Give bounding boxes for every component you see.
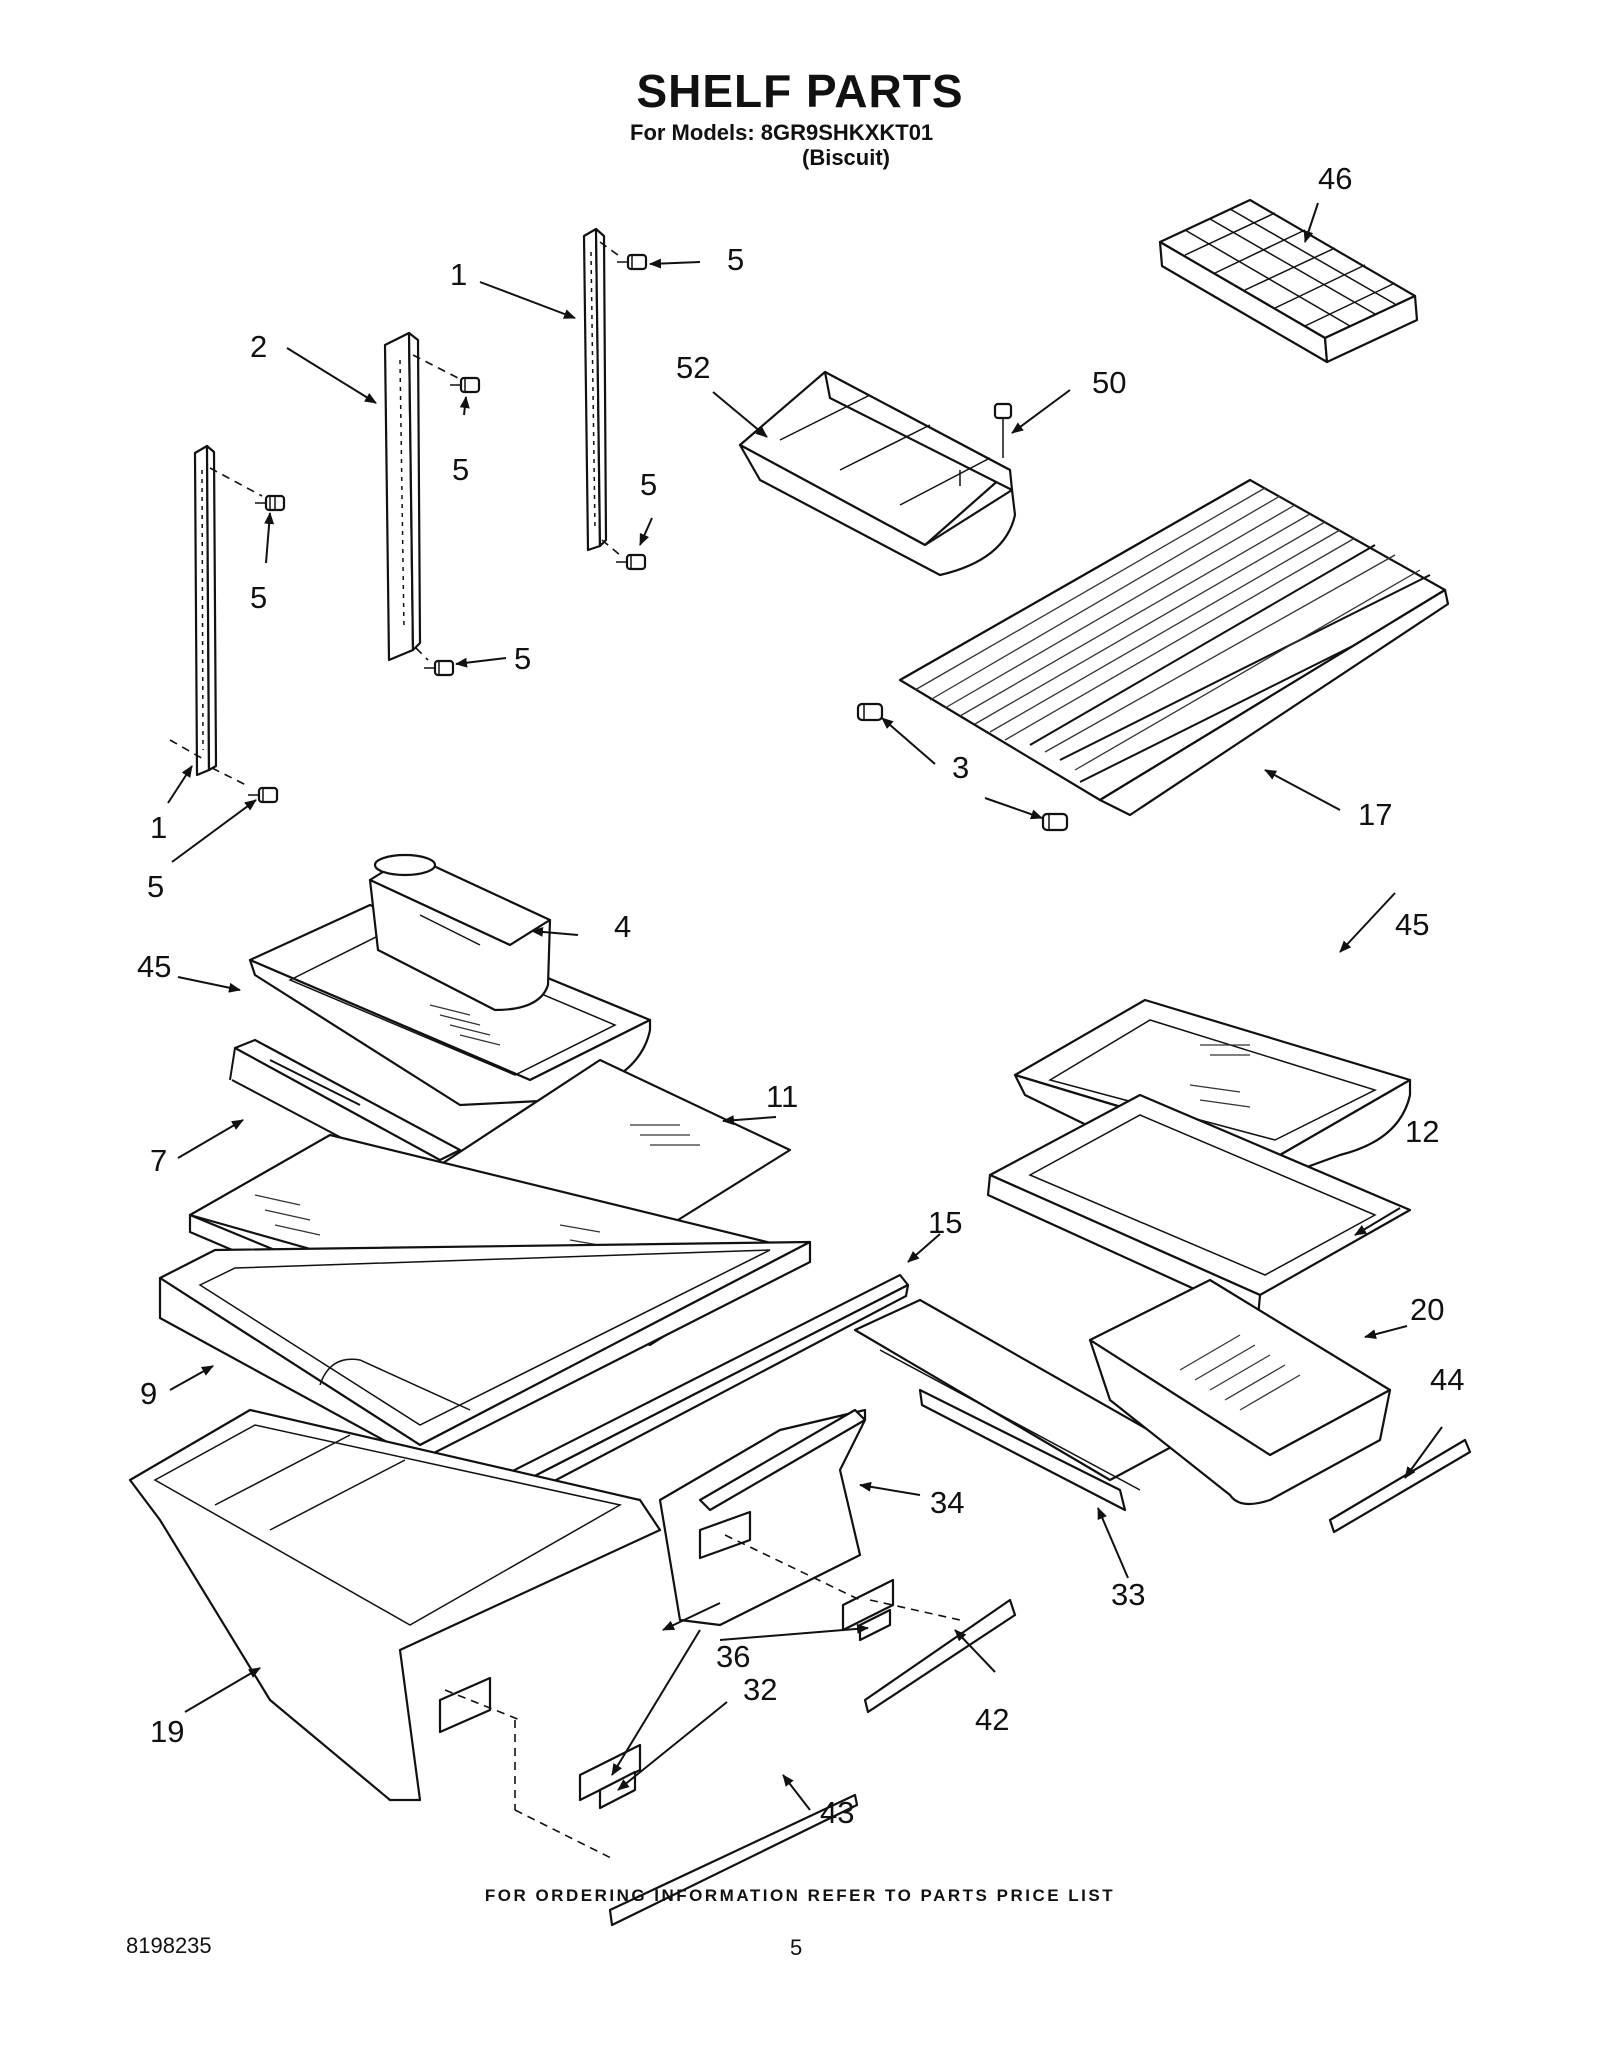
shelf-frame-12 <box>986 1093 1412 1320</box>
crisper-cover-frame <box>158 1240 812 1462</box>
shelf-support-33 <box>853 1298 1177 1512</box>
callout-52: 52 <box>676 350 710 385</box>
color-line: (Biscuit) <box>802 145 890 170</box>
shelf-rail-right <box>582 227 623 556</box>
ice-cube-tray <box>1158 198 1419 364</box>
callout-17: 17 <box>1358 797 1392 832</box>
shelf-rail-middle <box>383 331 459 662</box>
callout-1b: 1 <box>150 810 167 845</box>
callout-34: 34 <box>930 1485 964 1520</box>
crisper-drawer-left <box>128 1408 662 1802</box>
ordering-note: FOR ORDERING INFORMATION REFER TO PARTS … <box>484 1886 1116 1905</box>
callout-9: 9 <box>140 1376 157 1411</box>
callout-4: 4 <box>614 909 631 944</box>
callout-5c: 5 <box>640 467 657 502</box>
callout-5e: 5 <box>514 641 531 676</box>
shelf-rail-left <box>169 444 263 787</box>
rail-screws <box>248 253 648 804</box>
callout-7: 7 <box>150 1143 167 1178</box>
crisper-drawer-right <box>658 1408 867 1627</box>
callout-2: 2 <box>250 329 267 364</box>
callout-45b: 45 <box>1395 907 1429 942</box>
page-number: 5 <box>790 1935 803 1960</box>
document-number: 8198235 <box>126 1933 212 1958</box>
callout-5a: 5 <box>727 242 744 277</box>
freezer-shelf <box>738 370 1017 577</box>
callout-labels: 1 1 2 3 4 5 5 5 5 5 5 7 9 11 12 15 17 19… <box>137 161 1464 1830</box>
callout-1a: 1 <box>450 257 467 292</box>
callout-20: 20 <box>1410 1292 1444 1327</box>
callout-33: 33 <box>1111 1577 1145 1612</box>
callout-5f: 5 <box>147 869 164 904</box>
callout-50: 50 <box>1092 365 1126 400</box>
callout-46: 46 <box>1318 161 1352 196</box>
callout-5d: 5 <box>250 580 267 615</box>
callout-44: 44 <box>1430 1362 1464 1397</box>
callout-15: 15 <box>928 1205 962 1240</box>
callout-45a: 45 <box>137 949 171 984</box>
callout-12: 12 <box>1405 1114 1439 1149</box>
callout-5b: 5 <box>452 452 469 487</box>
meat-drawer <box>1088 1278 1392 1506</box>
callout-11: 11 <box>766 1079 798 1114</box>
glass-shelf-upper-left <box>248 903 652 1107</box>
shelf-bin <box>368 853 552 1012</box>
callout-36: 36 <box>716 1639 750 1674</box>
assembly-guides <box>444 1534 961 1861</box>
models-line: For Models: 8GR9SHKXKT01 <box>630 120 934 145</box>
leader-arrows <box>167 202 1443 1811</box>
trim-strips <box>608 1438 1472 1927</box>
callout-42: 42 <box>975 1702 1009 1737</box>
page-title: SHELF PARTS <box>636 65 964 117</box>
callout-43: 43 <box>820 1795 854 1830</box>
callout-32: 32 <box>743 1672 777 1707</box>
callout-3: 3 <box>952 750 969 785</box>
wire-shelf <box>856 478 1450 832</box>
callout-19: 19 <box>150 1714 184 1749</box>
